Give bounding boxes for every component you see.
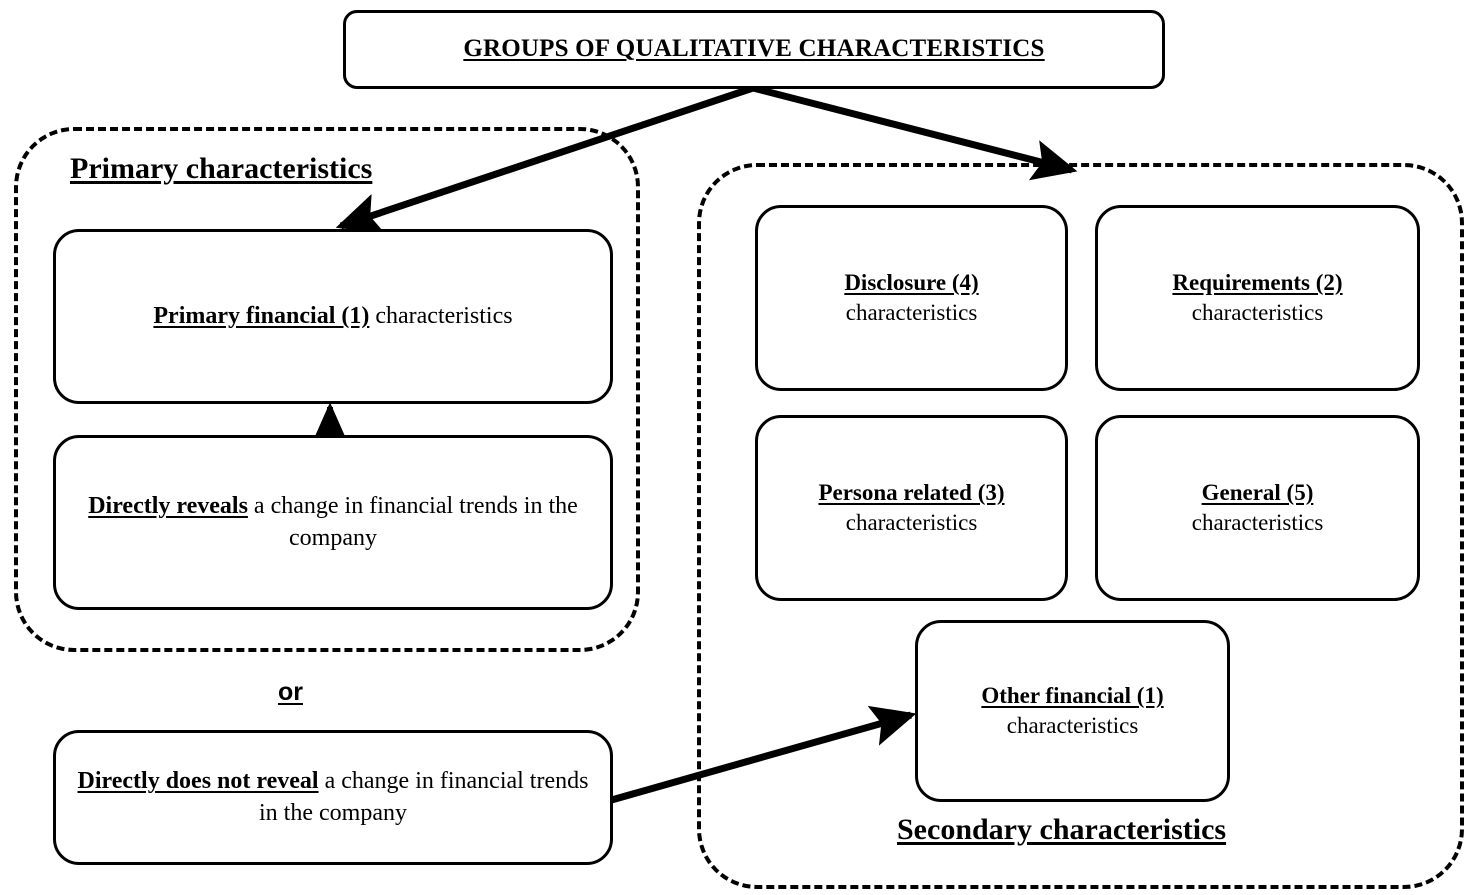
requirements-rest: characteristics: [1191, 300, 1324, 325]
title-text: GROUPS OF QUALITATIVE CHARACTERISTICS: [463, 35, 1045, 63]
requirements-text: Requirements (2) characteristics: [1098, 268, 1417, 328]
disclosure-characteristics-box[interactable]: Disclosure (4) characteristics: [755, 205, 1068, 391]
diagram-title-box[interactable]: GROUPS OF QUALITATIVE CHARACTERISTICS: [343, 10, 1165, 89]
primary-financial-rest: characteristics: [369, 302, 513, 329]
secondary-characteristics-group: [697, 163, 1464, 889]
primary-financial-text: Primary financial (1) characteristics: [56, 301, 610, 332]
requirements-characteristics-box[interactable]: Requirements (2) characteristics: [1095, 205, 1420, 391]
directly-reveals-box[interactable]: Directly reveals a change in financial t…: [53, 435, 613, 610]
disclosure-text: Disclosure (4) characteristics: [758, 268, 1065, 328]
persona-related-emphasis: Persona related (3): [818, 480, 1005, 506]
general-emphasis: General (5): [1201, 480, 1314, 506]
directly-does-not-reveal-box[interactable]: Directly does not reveal a change in fin…: [53, 730, 613, 865]
directly-reveals-emphasis: Directly reveals: [88, 493, 248, 520]
directly-does-not-reveal-rest: a change in financial trends in the comp…: [259, 768, 589, 826]
directly-reveals-rest: a change in financial trends in the comp…: [247, 493, 578, 551]
directly-reveals-text: Directly reveals a change in financial t…: [56, 491, 610, 553]
requirements-emphasis: Requirements (2): [1172, 270, 1343, 296]
page-title: GROUPS OF QUALITATIVE CHARACTERISTICS: [346, 33, 1162, 66]
other-financial-rest: characteristics: [1006, 713, 1139, 738]
general-rest: characteristics: [1191, 510, 1324, 535]
disclosure-rest: characteristics: [845, 300, 978, 325]
other-financial-emphasis: Other financial (1): [981, 683, 1164, 709]
general-text: General (5) characteristics: [1098, 478, 1417, 538]
primary-characteristics-group: [14, 127, 640, 652]
other-financial-characteristics-box[interactable]: Other financial (1) characteristics: [915, 620, 1230, 802]
persona-related-text: Persona related (3) characteristics: [758, 478, 1065, 538]
or-connector-label: or: [278, 678, 303, 706]
primary-financial-emphasis: Primary financial (1): [153, 302, 370, 329]
directly-does-not-reveal-text: Directly does not reveal a change in fin…: [56, 766, 610, 828]
persona-related-characteristics-box[interactable]: Persona related (3) characteristics: [755, 415, 1068, 601]
general-characteristics-box[interactable]: General (5) characteristics: [1095, 415, 1420, 601]
other-financial-text: Other financial (1) characteristics: [918, 681, 1227, 741]
arrow-title-to-secondary: [752, 84, 1078, 181]
persona-related-rest: characteristics: [845, 510, 978, 535]
primary-financial-box[interactable]: Primary financial (1) characteristics: [53, 229, 613, 404]
directly-does-not-reveal-emphasis: Directly does not reveal: [77, 768, 319, 795]
secondary-characteristics-label: Secondary characteristics: [897, 813, 1227, 846]
disclosure-emphasis: Disclosure (4): [844, 270, 979, 296]
primary-characteristics-label: Primary characteristics: [70, 152, 373, 185]
